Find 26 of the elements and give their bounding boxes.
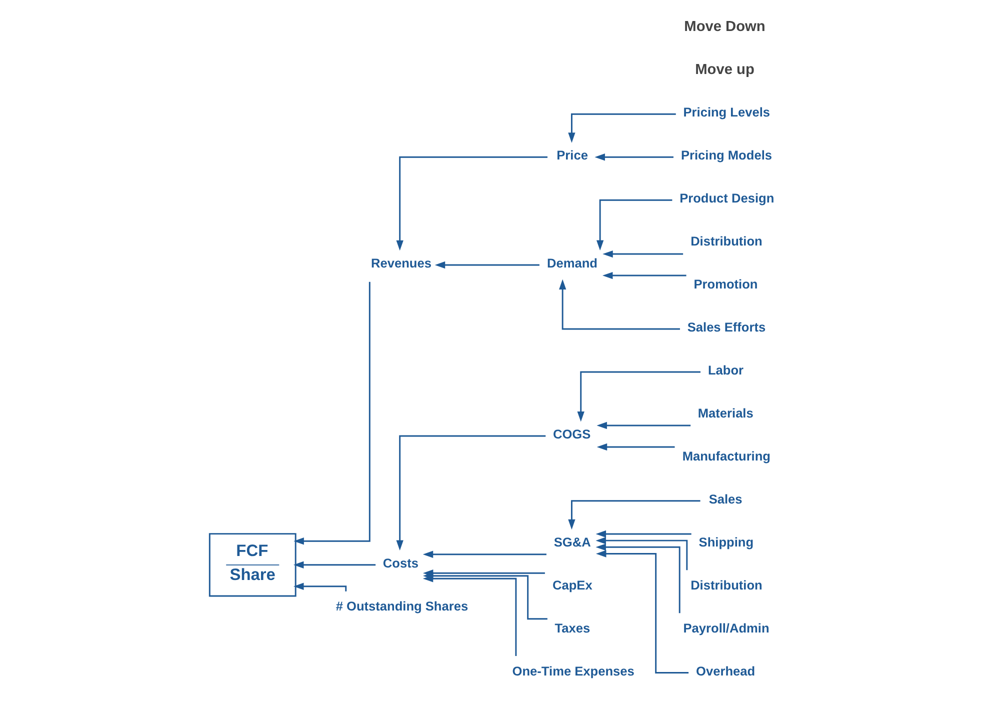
node-text: Taxes	[554, 620, 590, 636]
node-text: Distribution	[690, 234, 762, 249]
node-text: Manufacturing	[682, 448, 770, 464]
label: Move up	[695, 62, 754, 78]
node-text: Pricing Levels	[683, 104, 770, 120]
node-text: COGS	[552, 426, 591, 442]
node-text: Shipping	[698, 534, 754, 550]
node-text: Promotion	[694, 276, 758, 292]
node-text: Price	[556, 148, 588, 163]
node-text: Revenues	[371, 255, 432, 270]
node-text: Distribution	[690, 577, 762, 592]
node-text: One-Time Expenses	[512, 663, 634, 678]
node-text: Sales	[708, 491, 742, 506]
node-text: Labor	[708, 362, 744, 378]
node-text: Costs	[382, 555, 418, 570]
node-text: Payroll/Admin	[683, 620, 770, 636]
node-text: Materials	[698, 405, 754, 420]
node-text: # Outstanding Shares	[336, 598, 468, 614]
node-text: CapEx	[552, 577, 592, 592]
node-text: Sales Efforts	[687, 319, 766, 334]
node-text: Overhead	[696, 663, 756, 678]
node-text: Pricing Models	[680, 148, 772, 163]
label: Move Down	[684, 18, 766, 35]
node-text: Demand	[547, 255, 598, 270]
node-text: Product Design	[680, 190, 774, 206]
node-text: SG&A	[554, 534, 591, 550]
